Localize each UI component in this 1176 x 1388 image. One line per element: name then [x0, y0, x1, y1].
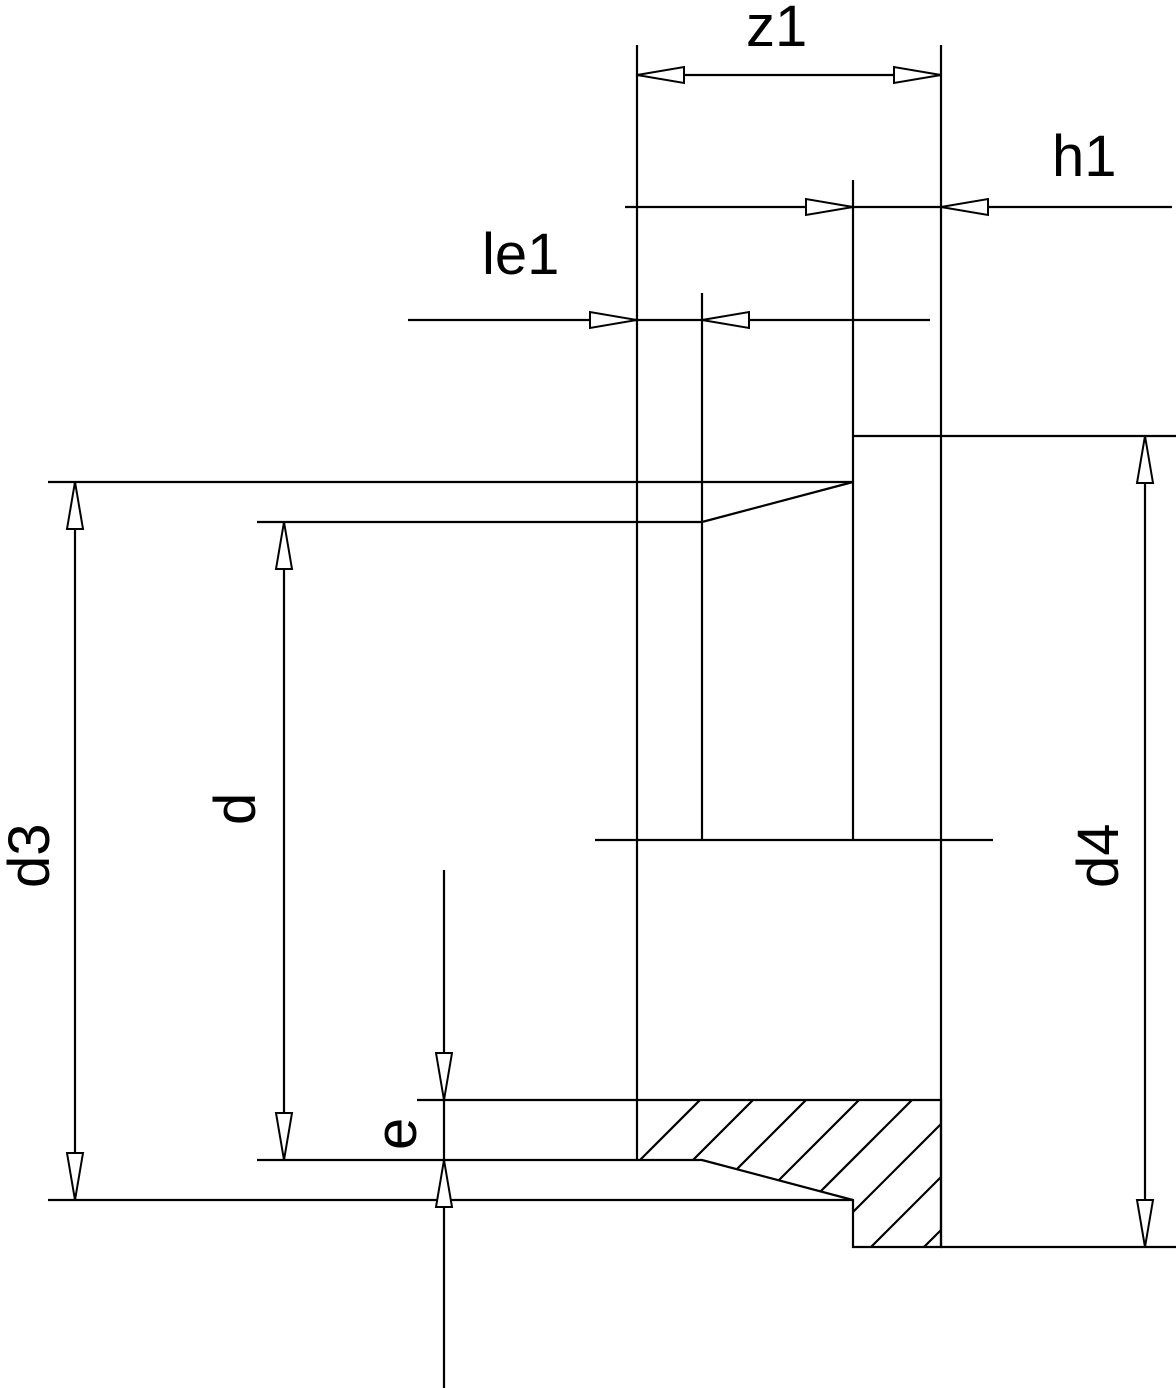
label-z1: z1: [746, 0, 807, 59]
label-d3: d3: [0, 823, 62, 888]
hatch-line: [698, 1100, 870, 1247]
label-le1: le1: [482, 222, 559, 287]
section-outline: [637, 1098, 943, 1249]
arrow-icon: [274, 1112, 294, 1161]
dimension-arrows: [65, 65, 1155, 1248]
label-h1: h1: [1052, 124, 1117, 189]
arrow-icon: [274, 521, 294, 570]
arrow-icon: [589, 310, 638, 330]
arrow-icon: [434, 1159, 454, 1208]
hatch-line: [857, 1100, 941, 1247]
arrow-icon: [701, 310, 750, 330]
arrow-icon: [805, 197, 854, 217]
label-d: d: [203, 793, 268, 825]
label-d4: d4: [1066, 823, 1131, 888]
hatch-line: [910, 1100, 941, 1247]
arrow-icon: [940, 197, 989, 217]
arrow-icon: [893, 65, 942, 85]
hatch-line: [1017, 1090, 1176, 1260]
hatch-line: [964, 1090, 1134, 1260]
hatch-line: [637, 1100, 711, 1247]
arrow-icon: [1135, 435, 1155, 484]
hatch-line: [645, 1100, 817, 1247]
dimension-lines: [73, 73, 1172, 1388]
geometry-lines: [48, 45, 1176, 1249]
hatch-line: [804, 1100, 941, 1247]
hatch-line: [751, 1100, 923, 1247]
hatch-line: [1070, 1090, 1176, 1260]
arrow-icon: [65, 481, 85, 530]
arrow-icon: [636, 65, 685, 85]
hatch-line: [637, 1100, 764, 1247]
arrow-icon: [434, 1052, 454, 1101]
hatched-section: [637, 1090, 1176, 1260]
label-e: e: [364, 1118, 429, 1150]
arrow-icon: [65, 1152, 85, 1201]
arrow-icon: [1135, 1199, 1155, 1248]
